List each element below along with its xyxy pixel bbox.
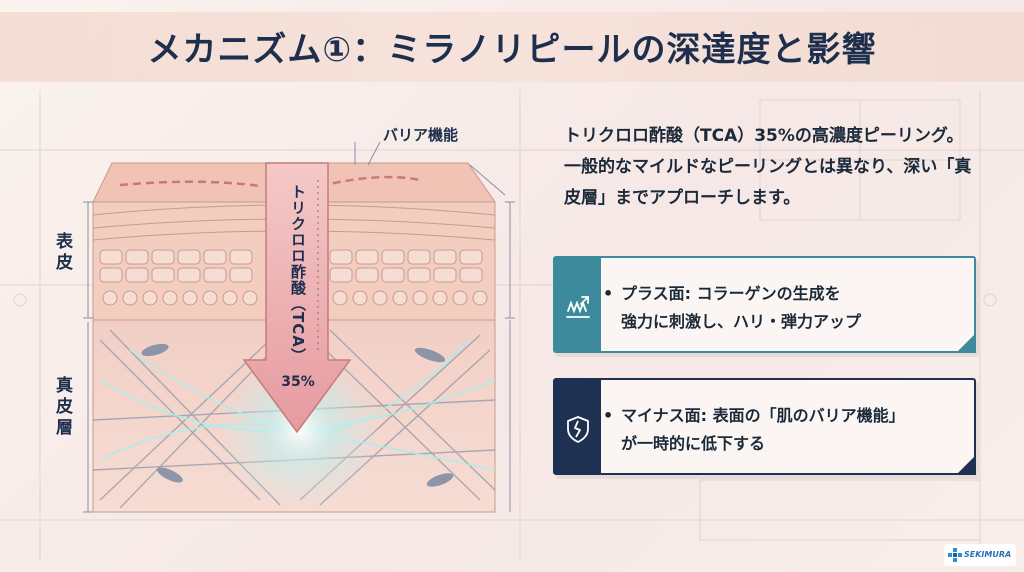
tca-penetration-arrow (242, 162, 352, 434)
barrier-function-label: バリア機能 (383, 126, 459, 144)
skin-cross-section-diagram (83, 141, 515, 513)
sekimura-logo: SEKIMURA (944, 544, 1016, 566)
arrow-percent: 35% (281, 374, 315, 390)
epidermis-cells (99, 249, 488, 306)
minus-line-2: が一時的に低下する (621, 434, 766, 453)
bullet-dot: • (603, 284, 614, 303)
epidermis-label: 表皮 (52, 232, 72, 274)
minus-line-1: マイナス面: 表面の「肌のバリア機能」 (621, 406, 905, 425)
collagen-spring-icon (566, 296, 590, 318)
fibroblast-cells (141, 343, 454, 487)
logo-text: SEKIMURA (964, 550, 1012, 559)
title-band (0, 12, 1024, 82)
intro-text: トリクロロ酢酸（TCA）35%の高濃度ピーリング。 一般的なマイルドなピーリング… (564, 126, 972, 208)
plus-line-1: プラス面: コラーゲンの生成を (621, 284, 841, 303)
plus-line-2: 強力に刺激し、ハリ・弾力アップ (621, 312, 862, 331)
minus-effect-text: • マイナス面: 表面の「肌のバリア機能」 が一時的に低下する (603, 402, 967, 458)
plus-effect-text: • プラス面: コラーゲンの生成を 強力に刺激し、ハリ・弾力アップ (603, 280, 967, 336)
cracked-shield-icon (567, 416, 589, 443)
dermis-label: 真皮層 (52, 376, 72, 439)
card-corner (956, 333, 976, 353)
card-corner (956, 455, 976, 475)
arrow-label: トリクロロ酢酸（TCA） (289, 184, 307, 364)
card-side-bar (555, 380, 601, 473)
plus-effect-card: • プラス面: コラーゲンの生成を 強力に刺激し、ハリ・弾力アップ (553, 256, 976, 353)
card-side-bar (555, 258, 601, 351)
cross-logo-icon (948, 548, 962, 562)
page-title: メカニズム①：ミラノリピールの深達度と影響 (147, 30, 877, 70)
minus-effect-card: • マイナス面: 表面の「肌のバリア機能」 が一時的に低下する (553, 378, 976, 475)
bullet-dot: • (603, 406, 614, 425)
